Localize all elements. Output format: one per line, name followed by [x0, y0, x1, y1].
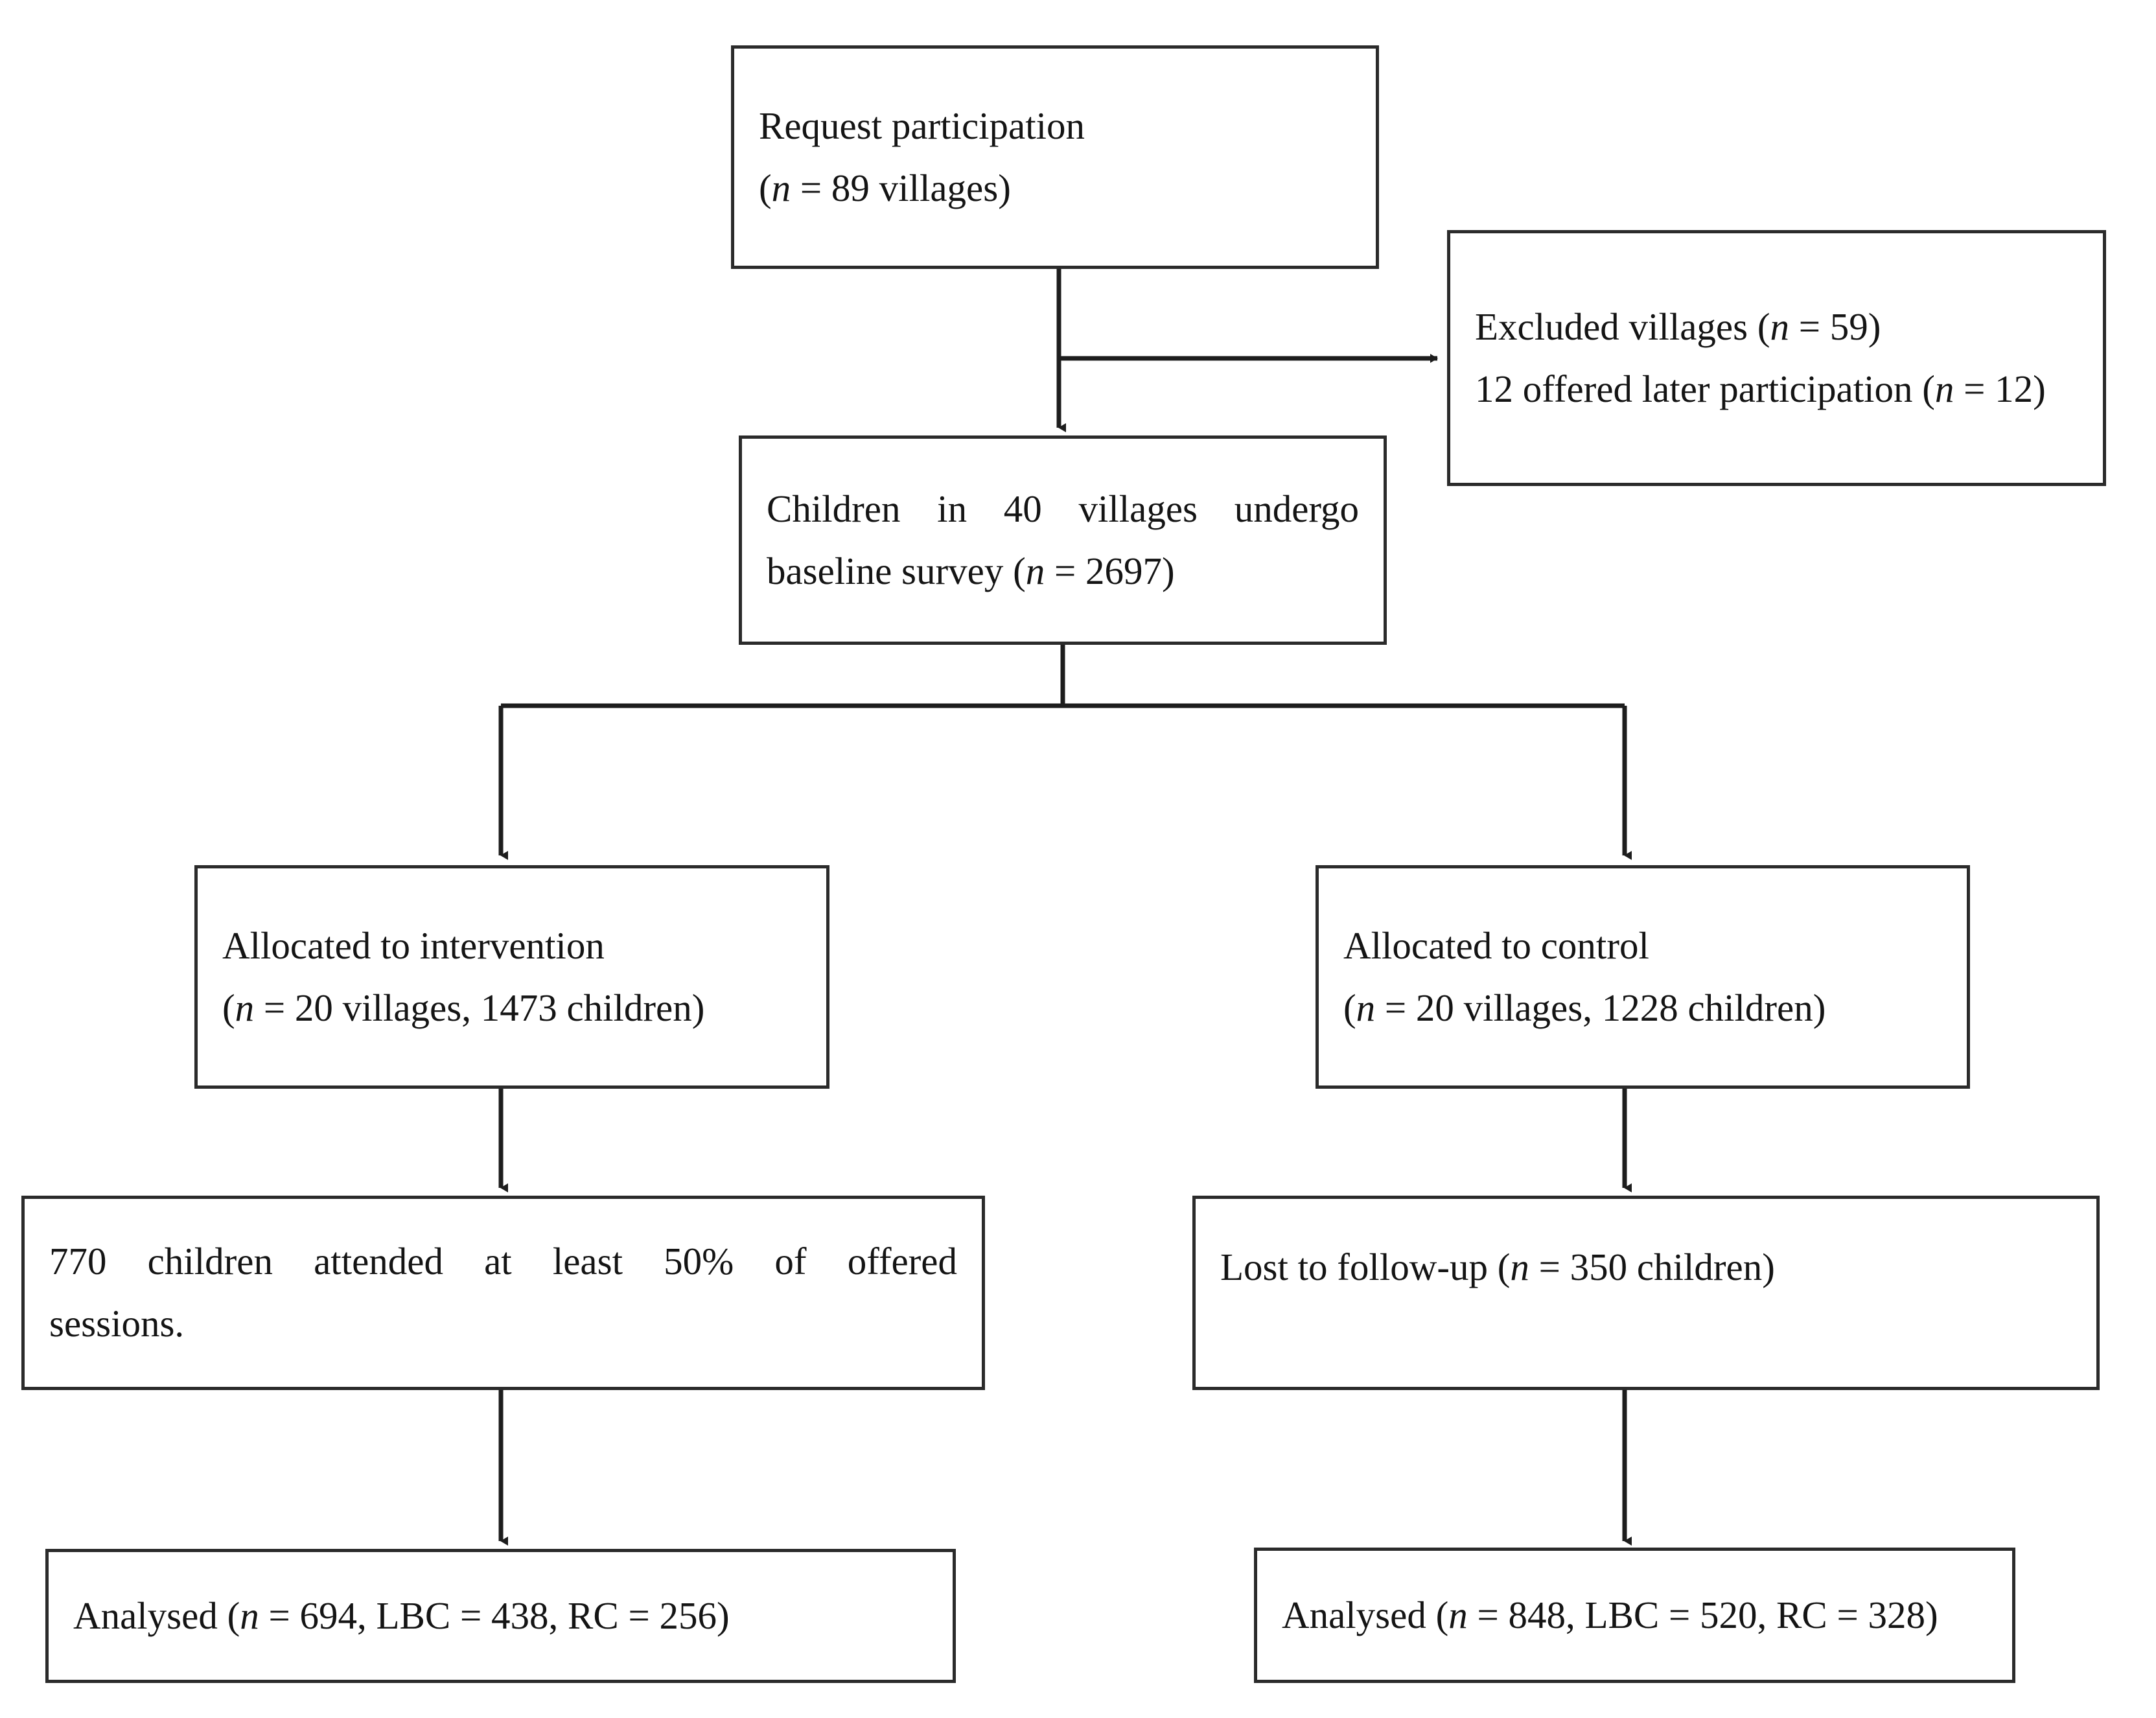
node-analysed-control: Analysed (n = 848, LBC = 520, RC = 328) [1254, 1548, 2015, 1683]
node-allocated-intervention-line-2: (n = 20 villages, 1473 children) [222, 986, 705, 1029]
node-baseline-survey-line-1: Children in 40 villages undergo [767, 487, 1359, 530]
edge-baseline-split [498, 645, 1632, 860]
n-symbol: n [1770, 305, 1789, 348]
node-request-participation-line-1: Request participation [759, 104, 1085, 147]
node-request-participation: Request participation (n = 89 villages) [731, 45, 1379, 269]
node-lost-to-followup-line-1: Lost to follow-up (n = 350 children) [1220, 1246, 1775, 1288]
node-excluded-villages-line-2: 12 offered later participation (n = 12) [1475, 367, 2046, 410]
node-analysed-intervention: Analysed (n = 694, LBC = 438, RC = 256) [45, 1549, 956, 1683]
node-allocated-control-line-2: (n = 20 villages, 1228 children) [1343, 986, 1826, 1029]
n-symbol: n [1025, 549, 1045, 592]
node-request-participation-line-2: (n = 89 villages) [759, 166, 1011, 209]
node-analysed-intervention-line-1: Analysed (n = 694, LBC = 438, RC = 256) [73, 1594, 730, 1637]
node-analysed-control-line-1: Analysed (n = 848, LBC = 520, RC = 328) [1282, 1593, 1938, 1636]
n-symbol: n [240, 1594, 259, 1637]
node-baseline-survey: Children in 40 villages undergo baseline… [739, 435, 1387, 645]
n-symbol: n [1510, 1246, 1529, 1288]
n-symbol: n [1356, 986, 1376, 1029]
node-baseline-survey-line-2: baseline survey (n = 2697) [767, 549, 1175, 592]
node-allocated-control-line-1: Allocated to control [1343, 923, 1649, 967]
node-attendance: 770 children attended at least 50% of of… [21, 1196, 985, 1390]
node-excluded-villages: Excluded villages (n = 59) 12 offered la… [1447, 230, 2106, 486]
n-symbol: n [1934, 367, 1954, 410]
node-allocated-intervention-line-1: Allocated to intervention [222, 923, 605, 967]
n-symbol: n [1448, 1593, 1468, 1636]
node-attendance-line-1: 770 children attended at least 50% of of… [49, 1240, 957, 1283]
node-excluded-villages-line-1: Excluded villages (n = 59) [1475, 305, 1881, 348]
node-allocated-intervention: Allocated to intervention (n = 20 villag… [194, 865, 829, 1089]
n-symbol: n [235, 986, 255, 1029]
node-lost-to-followup: Lost to follow-up (n = 350 children) [1192, 1196, 2100, 1390]
n-symbol: n [771, 166, 791, 209]
node-allocated-control: Allocated to control (n = 20 villages, 1… [1316, 865, 1970, 1089]
node-attendance-line-2: sessions. [49, 1302, 185, 1345]
